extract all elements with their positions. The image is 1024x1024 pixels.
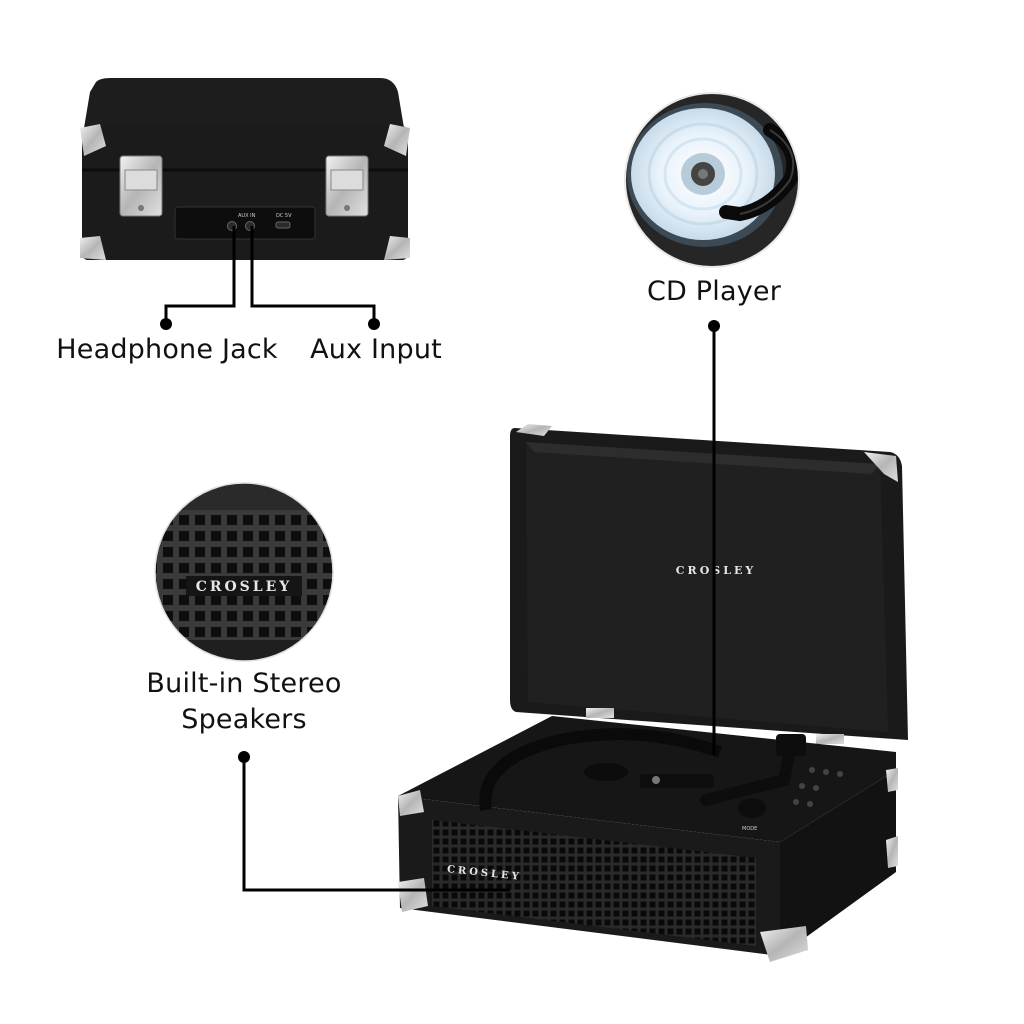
speakers-label-line1: Built-in Stereo [146, 668, 342, 699]
control-button [809, 767, 815, 773]
aux-input-label: Aux Input [310, 334, 442, 365]
speakers-label-line2: Speakers [181, 704, 307, 735]
center-spindle [584, 763, 628, 781]
latch [119, 155, 163, 217]
speaker-leader-line [242, 758, 510, 892]
corner-protector [760, 926, 808, 962]
headphone-jack-label: Headphone Jack [56, 334, 278, 365]
corner-protector [886, 768, 898, 792]
latch [325, 155, 369, 217]
corner-protector [886, 836, 898, 868]
corner-protector [80, 236, 106, 260]
control-button [823, 769, 829, 775]
aux-in-port-label: AUX IN [238, 213, 256, 219]
lid-interior [526, 442, 888, 732]
mode-label: MODE [742, 826, 757, 832]
corner-protector [398, 878, 428, 912]
aux-callout-dot [368, 318, 380, 330]
corner-protector [384, 236, 410, 260]
speaker-brand-logo: CROSLEY [196, 579, 293, 595]
corner-protector [516, 424, 552, 436]
port-panel [174, 206, 316, 240]
corner-protector [80, 124, 106, 156]
cd-lid-arc [479, 728, 722, 811]
corner-protector [398, 790, 424, 816]
control-buttons[interactable] [793, 767, 843, 807]
lid-brand-logo: CROSLEY [676, 564, 756, 577]
volume-knob [738, 798, 766, 818]
speaker-grill-closeup: CROSLEY [154, 482, 334, 662]
cd-player-label: CD Player [646, 276, 782, 307]
hinge [816, 734, 844, 744]
dc-port-label: DC 5V [276, 213, 292, 219]
control-button [837, 771, 843, 777]
cd-callout-dot [708, 320, 720, 332]
main-open-case: CROSLEY CROSLEY [398, 424, 908, 962]
callout-leader-lines [164, 226, 716, 892]
dc-port-icon [275, 221, 291, 229]
corner-protector [384, 124, 410, 156]
control-button [813, 785, 819, 791]
headphone-callout-dot [160, 318, 172, 330]
base-side [780, 770, 896, 956]
control-button [799, 783, 805, 789]
hinge [586, 708, 614, 718]
headphone-leader-line [164, 226, 236, 322]
tone-arm[interactable] [700, 734, 806, 818]
speaker-callout-dot [238, 751, 250, 763]
back-view-case: AUX IN DC 5V [80, 78, 410, 260]
callout-dots [160, 318, 720, 763]
aux-leader-line [250, 226, 376, 322]
control-button [793, 799, 799, 805]
control-button [807, 801, 813, 807]
front-speaker-grill [432, 820, 756, 946]
corner-protector [864, 452, 898, 482]
cd-player-closeup [624, 92, 800, 268]
